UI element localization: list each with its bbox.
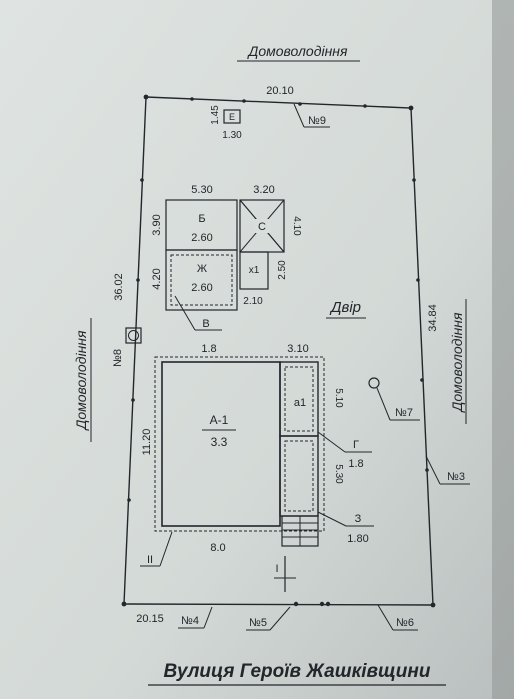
building-b-label: Б <box>198 213 205 225</box>
building-zh-label: Ж <box>197 263 207 275</box>
building-zh-area: 2.60 <box>191 282 212 294</box>
annex-a1-label: а1 <box>294 397 306 409</box>
building-s-label: С <box>258 221 266 233</box>
annex-a1-inner <box>284 366 314 432</box>
marker-6-leader <box>377 604 394 631</box>
house-a1-area: 3.3 <box>211 435 228 449</box>
marker-5-leader <box>269 606 291 631</box>
porch-value: 1.80 <box>347 533 368 545</box>
building-zh <box>165 249 238 311</box>
east-boundary-length: 34.84 <box>427 304 439 332</box>
house-a1-outline <box>154 356 325 532</box>
house-a1-label: А-1 <box>210 413 229 427</box>
building-s-width: 3.20 <box>253 184 274 196</box>
porch-label: З <box>355 513 362 525</box>
marker-9-leader <box>293 103 305 128</box>
building-e <box>223 109 241 124</box>
mark-ii-leader <box>159 531 173 567</box>
annex-g-inner <box>284 440 314 512</box>
marker-9-label: №9 <box>308 115 326 127</box>
annex-g-leader <box>317 431 346 453</box>
building-s-height: 4.10 <box>291 216 302 236</box>
building-s-label-bg <box>253 219 271 233</box>
building-e-side-dim: 1.45 <box>210 105 221 125</box>
house-bottom-width: 8.0 <box>210 542 225 554</box>
west-neighbor-label: Домоволодіння <box>73 330 89 431</box>
marker-4-leader <box>203 606 213 629</box>
marker-7-circle <box>368 377 380 389</box>
marker-8-circle <box>128 330 139 341</box>
building-b-area: 2.60 <box>191 232 212 244</box>
annex-g-label: Г <box>353 439 359 451</box>
marker-7-label: №7 <box>395 407 413 419</box>
house-top-right-dim: 3.10 <box>287 343 308 355</box>
marker-3-label: №3 <box>447 471 465 483</box>
boundary-dots <box>121 94 436 608</box>
building-x1-label: х1 <box>249 265 260 276</box>
building-x1-height: 2.50 <box>277 260 288 280</box>
building-x1 <box>239 251 269 290</box>
north-neighbor-label: Домоволодіння <box>247 43 348 59</box>
mark-i-label: I <box>275 563 278 575</box>
marker-6-label: №6 <box>396 617 414 629</box>
annex-g-value: 1.8 <box>348 458 363 470</box>
building-e-label: Е <box>229 112 235 122</box>
bottom-boundary-length: 20.15 <box>136 613 164 625</box>
west-boundary-length: 36.02 <box>113 273 125 301</box>
house-top-left-dim: 1.8 <box>201 343 216 355</box>
building-zh-inner <box>170 254 233 306</box>
yard-label: Двір <box>329 299 361 316</box>
street-label: Вулиця Героїв Жашківщини <box>164 661 431 682</box>
label-v: В <box>202 318 209 330</box>
marker-8-box <box>125 327 142 344</box>
marker-7-leader <box>376 387 391 421</box>
building-zh-height: 4.20 <box>151 268 163 289</box>
marker-8-label: №8 <box>112 349 124 367</box>
label-v-leader <box>174 295 196 331</box>
porch-leader <box>317 511 347 527</box>
building-e-bottom-dim: 1.30 <box>222 130 242 141</box>
marker-5-label: №5 <box>249 617 267 629</box>
building-b-width: 5.30 <box>191 184 212 196</box>
right-shadow <box>492 0 514 699</box>
mark-ii-label: II <box>147 554 153 566</box>
building-b-height: 3.90 <box>151 214 163 235</box>
annex-a1-height: 5.10 <box>333 388 344 408</box>
top-boundary-length: 20.10 <box>266 85 294 97</box>
marker-3-leader <box>425 455 441 485</box>
building-zh-bottom-width: 2.10 <box>243 296 263 307</box>
house-left-height: 11.20 <box>141 429 153 456</box>
annex-g-height: 5.30 <box>333 464 344 484</box>
east-neighbor-label: Домоволодіння <box>449 312 465 413</box>
marker-4-label: №4 <box>181 615 199 627</box>
